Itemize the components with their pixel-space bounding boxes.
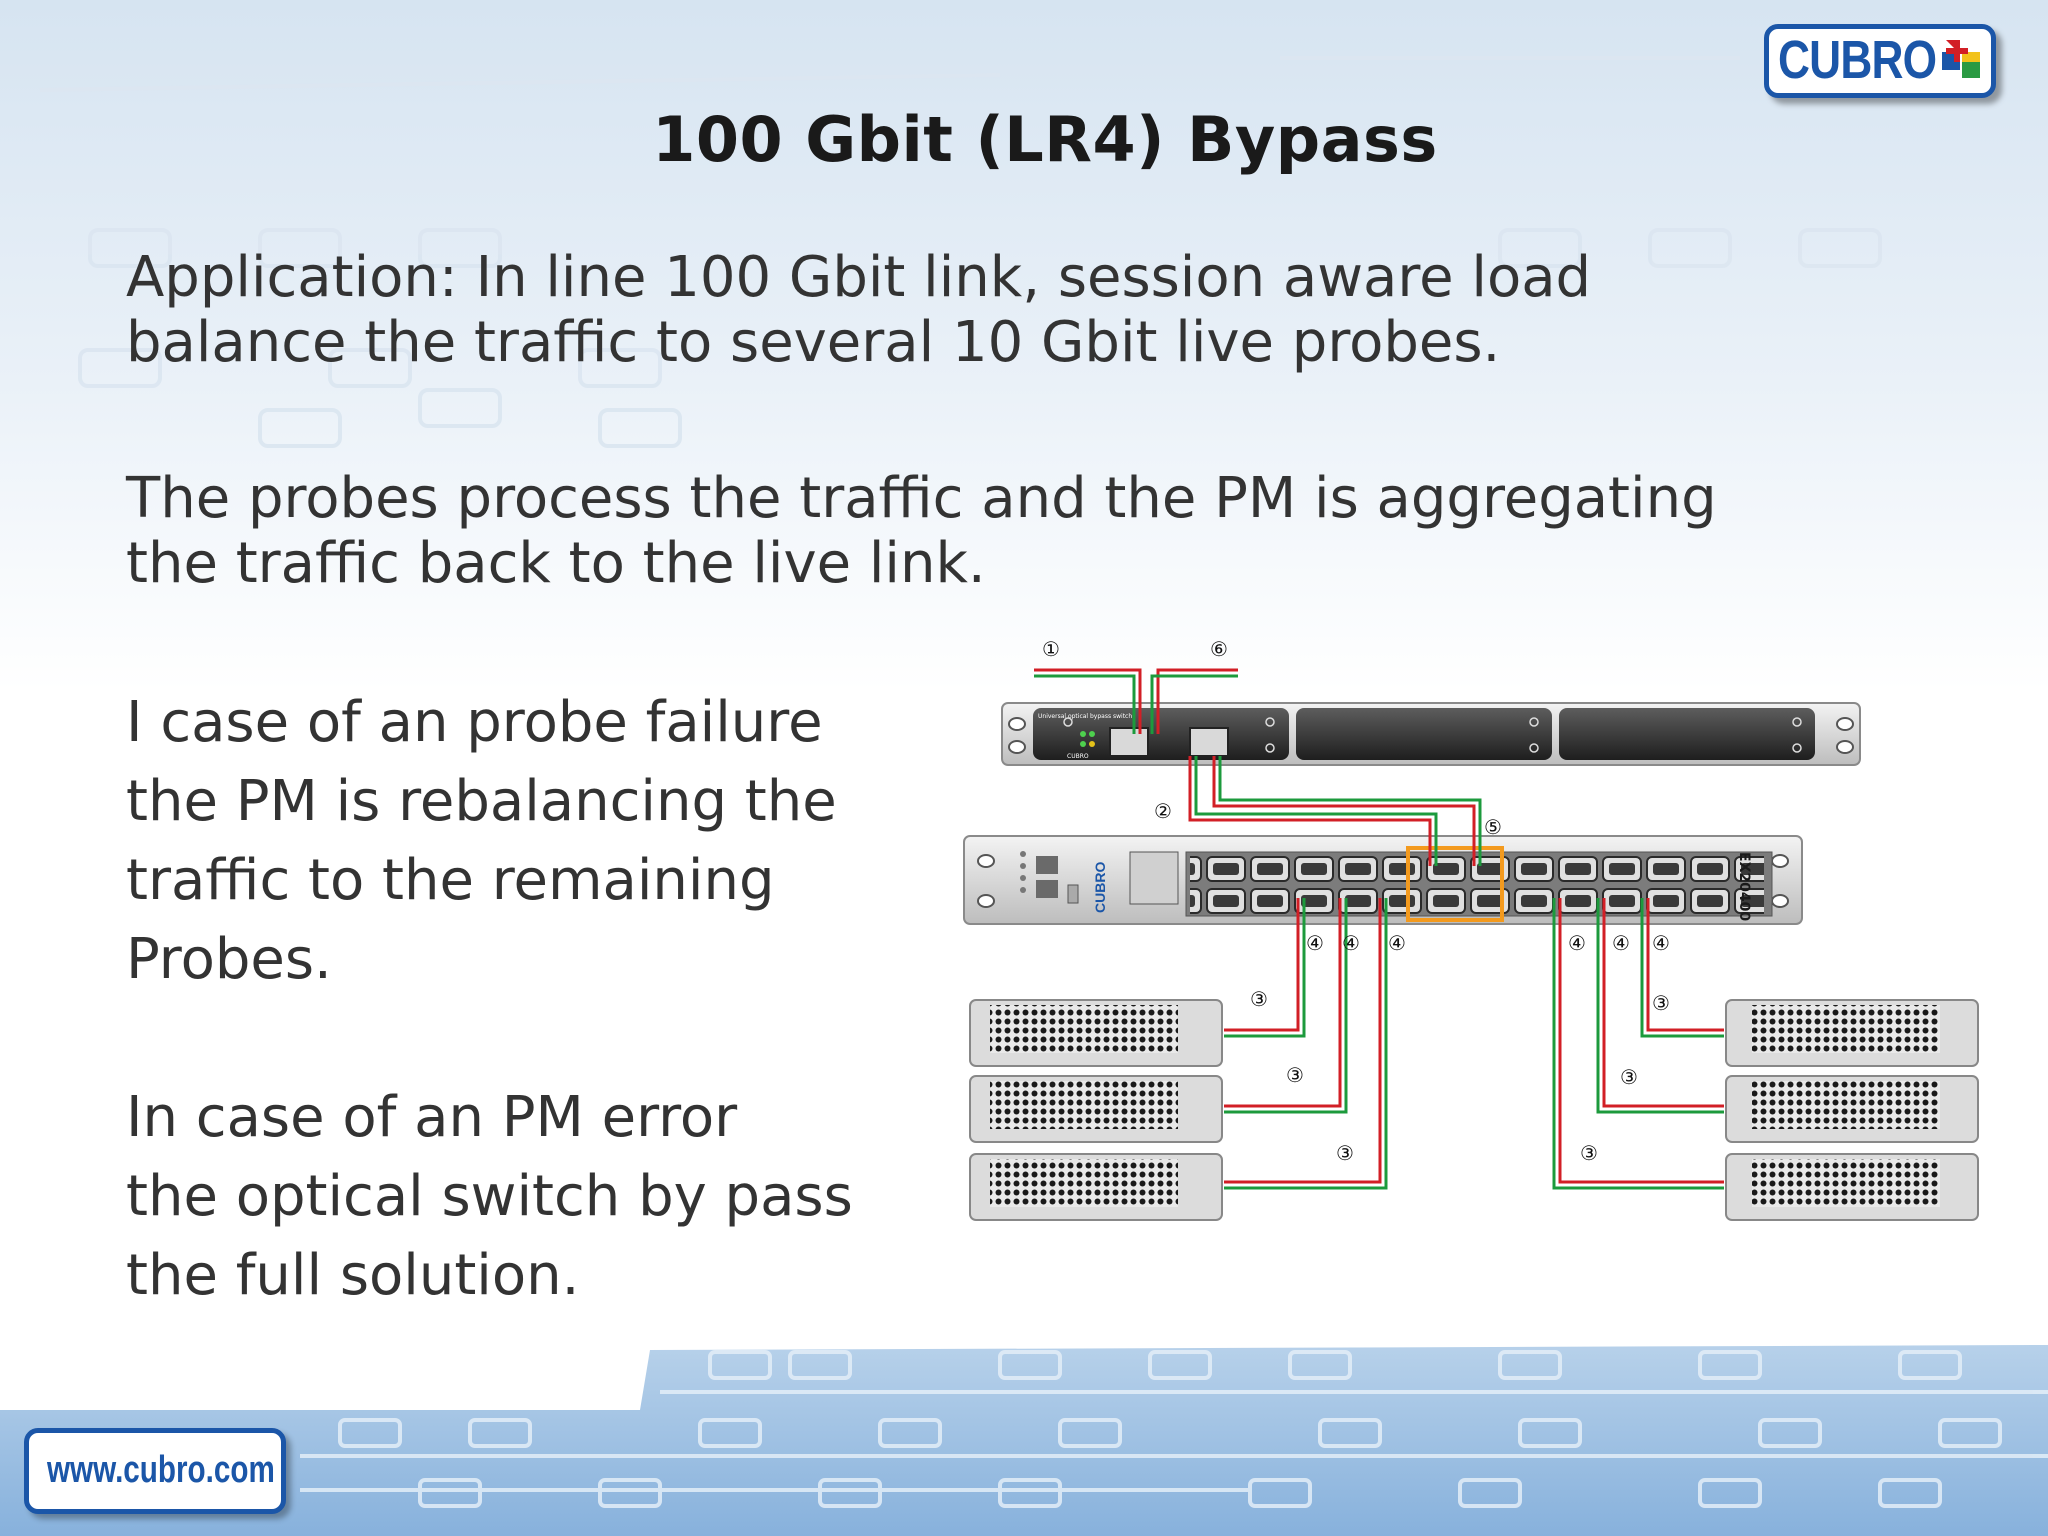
paragraph-probes: The probes process the traffic and the P…: [126, 466, 1717, 596]
paragraph-line: Probes.: [126, 927, 332, 992]
marker-3: ③: [1652, 991, 1670, 1015]
marker-2: ②: [1154, 799, 1172, 823]
marker-4: ④: [1612, 931, 1630, 955]
marker-4: ④: [1652, 931, 1670, 955]
marker-5: ⑤: [1484, 815, 1502, 839]
probe-server-icon: [1725, 999, 1979, 1221]
marker-3: ③: [1250, 987, 1268, 1011]
marker-4: ④: [1568, 931, 1586, 955]
marker-3: ③: [1286, 1063, 1304, 1087]
switch-logo-text: CUBRO: [1092, 862, 1108, 913]
paragraph-line: the traffic back to the live link.: [126, 531, 986, 596]
marker-4: ④: [1306, 931, 1324, 955]
paragraph-line: In case of an PM error: [126, 1085, 738, 1150]
fiber-cable-icon: [1034, 668, 1724, 1190]
paragraph-application: Application: In line 100 Gbit link, sess…: [126, 245, 1591, 375]
bypass-logo-text: CUBRO: [1067, 753, 1089, 760]
marker-3: ③: [1336, 1141, 1354, 1165]
paragraph-line: the PM is rebalancing the: [126, 769, 837, 834]
paragraph-line: The probes process the traffic and the P…: [126, 466, 1717, 531]
logo-text: CUBRO: [1778, 30, 1937, 90]
website-badge[interactable]: www.cubro.com: [24, 1428, 286, 1514]
paragraph-line: Application: In line 100 Gbit link, sess…: [126, 245, 1592, 310]
paragraph-line: I case of an probe failure: [126, 690, 823, 755]
marker-3: ③: [1580, 1141, 1598, 1165]
bypass-diagram: Universal optical bypass switch CUBRO CU…: [963, 637, 1979, 1221]
network-switch-icon: CUBRO EX20400: [963, 835, 1803, 925]
paragraph-probe-failure: I case of an probe failure the PM is reb…: [126, 683, 837, 999]
marker-3: ③: [1620, 1065, 1638, 1089]
paragraph-pm-error: In case of an PM error the optical switc…: [126, 1078, 853, 1315]
paragraph-line: balance the traffic to several 10 Gbit l…: [126, 310, 1501, 375]
probe-server-icon: [969, 999, 1223, 1221]
paragraph-line: the full solution.: [126, 1243, 580, 1308]
switch-model: EX20400: [1736, 852, 1752, 921]
slide-title: 100 Gbit (LR4) Bypass: [652, 103, 1438, 176]
cubro-logo[interactable]: CUBRO: [1764, 24, 1996, 98]
marker-6: ⑥: [1210, 637, 1228, 661]
optical-bypass-icon: Universal optical bypass switch CUBRO: [1001, 702, 1861, 766]
paragraph-line: the optical switch by pass: [126, 1164, 853, 1229]
website-link[interactable]: www.cubro.com: [47, 1449, 275, 1491]
paragraph-line: traffic to the remaining: [126, 848, 775, 913]
cubro-logo-icon: [1942, 40, 1980, 78]
marker-4: ④: [1388, 931, 1406, 955]
marker-4: ④: [1342, 931, 1360, 955]
marker-1: ①: [1042, 637, 1060, 661]
bypass-label: Universal optical bypass switch: [1038, 713, 1132, 720]
